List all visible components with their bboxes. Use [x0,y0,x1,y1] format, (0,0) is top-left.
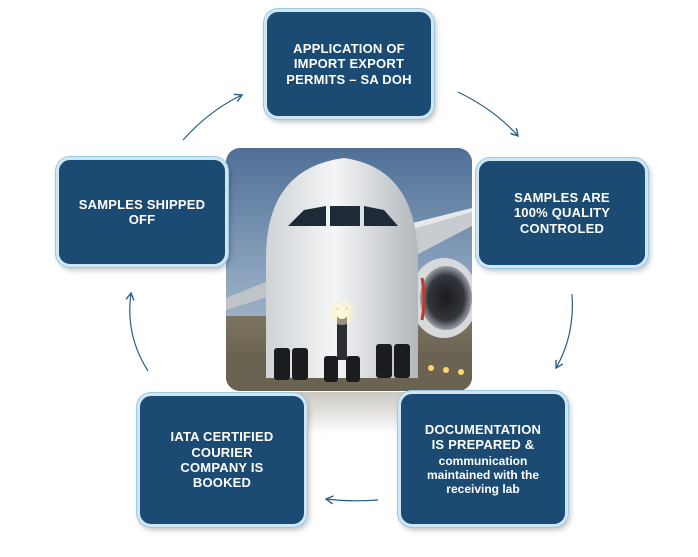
arrow-step2-to-step3 [555,293,573,370]
step-4-courier: IATA CERTIFIED COURIER COMPANY IS BOOKED [137,393,307,527]
step-3-documentation: DOCUMENTATION IS PREPARED & communicatio… [398,391,568,527]
step-3-title: DOCUMENTATION IS PREPARED & [424,421,542,453]
step-5-title: SAMPLES SHIPPED OFF [78,196,206,227]
step-2-quality-control: SAMPLES ARE 100% QUALITY CONTROLED [476,158,648,268]
step-1-title: APPLICATION OF IMPORT EXPORT PERMITS – S… [286,41,412,87]
airplane-photo [226,148,472,391]
step-3-subtitle: communication maintained with the receiv… [426,453,539,496]
step-5-shipped: SAMPLES SHIPPED OFF [56,157,228,267]
airplane-icon [226,148,472,391]
arrow-step3-to-step4 [324,495,379,505]
arrow-step1-to-step2 [457,91,519,138]
step-1-permits: APPLICATION OF IMPORT EXPORT PERMITS – S… [264,9,434,119]
arrow-step5-to-step1 [182,93,244,141]
step-4-title: IATA CERTIFIED COURIER COMPANY IS BOOKED [170,429,274,491]
step-2-title: SAMPLES ARE 100% QUALITY CONTROLED [513,190,611,236]
arrow-step4-to-step5 [125,291,149,372]
